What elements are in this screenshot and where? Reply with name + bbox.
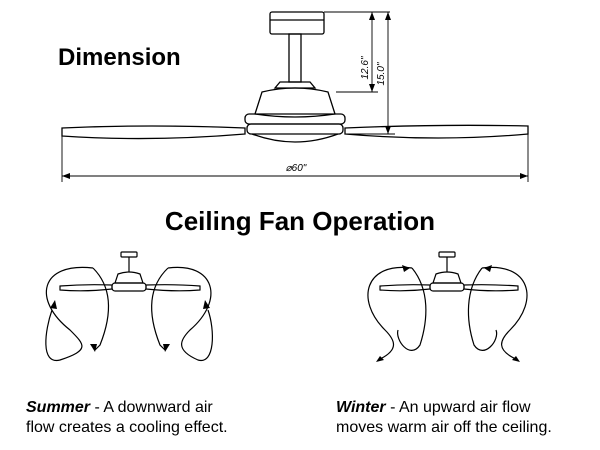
diameter-label: ⌀60" xyxy=(286,163,307,174)
summer-caption: Summer - A downward air flow creates a c… xyxy=(26,398,286,438)
winter-fan-diagram xyxy=(367,251,528,362)
winter-label: Winter xyxy=(336,399,386,416)
summer-fan-diagram xyxy=(45,251,213,361)
winter-text-line1: - An upward air flow xyxy=(385,399,531,416)
winter-caption: Winter - An upward air flow moves warm a… xyxy=(336,398,596,438)
canopy xyxy=(269,11,325,35)
motor-collar xyxy=(273,81,317,89)
summer-text-line2: flow creates a cooling effect. xyxy=(26,419,228,436)
motor-housing xyxy=(254,87,336,118)
left-blade xyxy=(61,125,246,140)
operation-title: Ceiling Fan Operation xyxy=(164,206,436,236)
dimension-title: Dimension xyxy=(58,44,181,71)
height-label-total: 15.0" xyxy=(376,62,387,85)
summer-label: Summer xyxy=(26,399,91,416)
summer-text-line1: - A downward air xyxy=(90,399,213,416)
right-blade xyxy=(344,124,529,139)
downrod xyxy=(288,33,302,83)
winter-text-line2: moves warm air off the ceiling. xyxy=(336,419,552,436)
height-label-small: 12.6" xyxy=(360,56,371,79)
